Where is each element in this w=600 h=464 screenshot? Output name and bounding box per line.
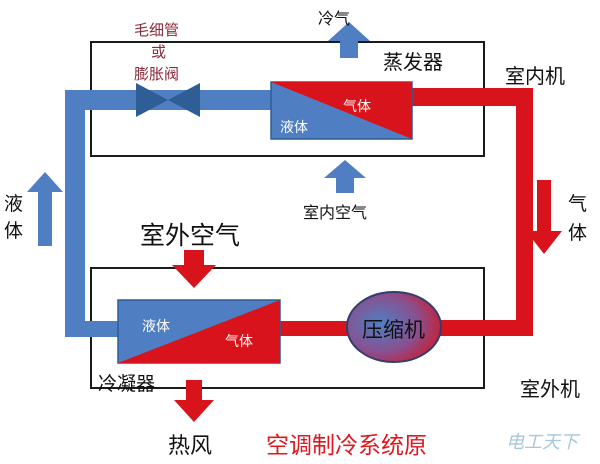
- condenser-liquid-label: 液体: [142, 319, 170, 335]
- capillary-label-line3: 膨胀阀: [134, 65, 180, 83]
- evaporator-gas-label: 气体: [343, 99, 371, 115]
- compressor-label: 压缩机: [362, 318, 425, 342]
- outdoor-air-label: 室外空气: [140, 221, 241, 250]
- liquid-flow-arrow-icon: [27, 172, 63, 246]
- outdoor-unit-label: 室外机: [520, 377, 580, 401]
- indoor-air-label: 室内空气: [303, 203, 368, 222]
- evaporator-liquid-label: 液体: [280, 120, 308, 136]
- suction-line-pipe: [410, 88, 533, 336]
- capillary-label-line1: 毛细管: [134, 21, 180, 39]
- discharge-line-pipe: [278, 321, 350, 336]
- condenser: [117, 299, 281, 364]
- cold-air-arrow-icon: [328, 22, 370, 58]
- indoor-unit-label: 室内机: [505, 64, 565, 88]
- diagram-title: 空调制冷系统原: [266, 433, 427, 459]
- watermark: 电工天下: [506, 432, 578, 453]
- evaporator-label: 蒸发器: [383, 50, 443, 74]
- right-gas-label-1: 气: [568, 193, 588, 215]
- hot-air-label: 热风: [168, 434, 213, 459]
- evaporator: [270, 81, 413, 140]
- gas-flow-arrow-icon: [526, 180, 562, 254]
- condenser-gas-label: 气体: [225, 334, 253, 350]
- expansion-valve-icon: [136, 83, 200, 117]
- indoor-air-arrow-icon: [324, 160, 366, 193]
- left-liquid-label-1: 液: [4, 193, 24, 215]
- right-gas-label-2: 体: [568, 222, 588, 244]
- condenser-label: 冷凝器: [98, 373, 156, 395]
- outdoor-air-arrow-icon: [172, 250, 216, 288]
- cold-air-label: 冷气: [318, 9, 351, 28]
- compressor: [346, 291, 442, 363]
- hot-air-arrow-icon: [174, 380, 214, 422]
- capillary-label-line2: 或: [151, 43, 167, 61]
- left-liquid-label-2: 体: [4, 220, 24, 242]
